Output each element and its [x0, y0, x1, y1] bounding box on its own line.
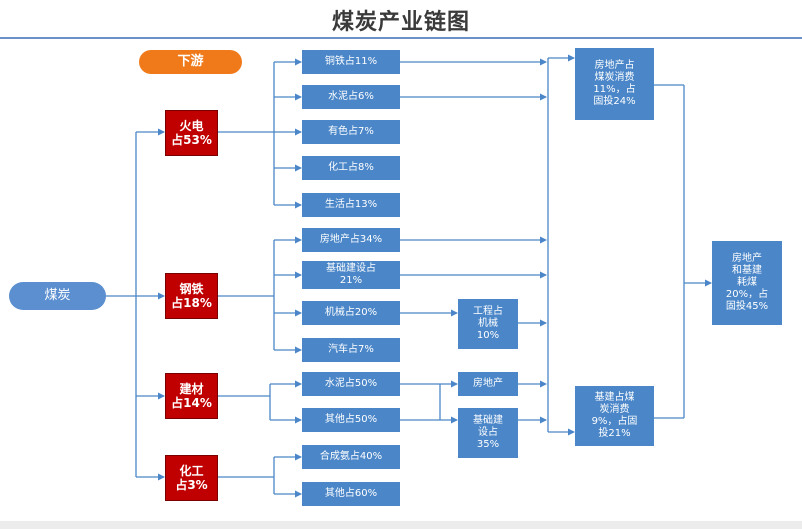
summary-total: 房地产 和基建 耗煤 20%，占 固投45%: [712, 241, 782, 325]
summary-real-estate: 房地产占 煤炭消费 11%，占 固投24%: [575, 48, 654, 120]
node-thermal-power: 火电 占53%: [165, 110, 218, 156]
power-item-nonferrous: 有色占7%: [302, 120, 400, 144]
steel-item-real-estate: 房地产占34%: [302, 228, 400, 252]
steel-item-infrastructure: 基础建设占 21%: [302, 261, 400, 289]
footer-band: [0, 521, 802, 529]
steel-item-auto: 汽车占7%: [302, 338, 400, 362]
power-item-chemical: 化工占8%: [302, 156, 400, 180]
node-infrastructure: 基础建 设占 35%: [458, 408, 518, 458]
downstream-label: 下游: [139, 50, 242, 74]
node-engineering-machinery: 工程占 机械 10%: [458, 299, 518, 349]
chemical-item-ammonia: 合成氨占40%: [302, 445, 400, 469]
power-item-cement: 水泥占6%: [302, 85, 400, 109]
chemical-item-other: 其他占60%: [302, 482, 400, 506]
power-item-living: 生活占13%: [302, 193, 400, 217]
building-item-cement: 水泥占50%: [302, 372, 400, 396]
node-chemical: 化工 占3%: [165, 455, 218, 501]
node-building-materials: 建材 占14%: [165, 373, 218, 419]
summary-infrastructure: 基建占煤 炭消费 9%，占固 投21%: [575, 386, 654, 446]
steel-item-machinery: 机械占20%: [302, 301, 400, 325]
title-divider: [0, 37, 802, 39]
node-coal: 煤炭: [9, 282, 106, 310]
node-steel: 钢铁 占18%: [165, 273, 218, 319]
power-item-copper-iron: 铜铁占11%: [302, 50, 400, 74]
node-real-estate: 房地产: [458, 372, 518, 396]
building-item-other: 其他占50%: [302, 408, 400, 432]
page-title: 煤炭产业链图: [331, 10, 470, 35]
